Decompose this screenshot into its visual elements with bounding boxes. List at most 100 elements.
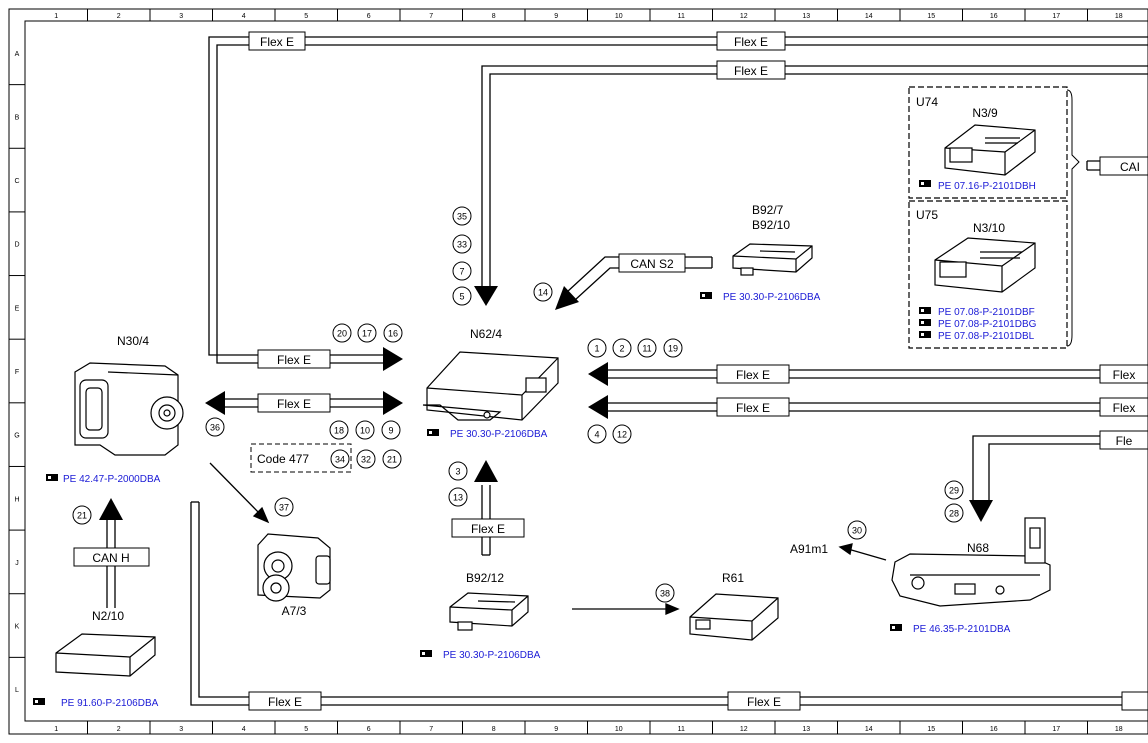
grid-col-label: 17 (1052, 726, 1060, 733)
callout-c32: 32 (356, 449, 376, 469)
callout-c21a: 21 (382, 449, 402, 469)
callout-c2: 2 (612, 338, 632, 358)
callout-c1: 1 (587, 338, 607, 358)
b92-12-label: B92/12 (466, 571, 504, 585)
callout-c28: 28 (944, 503, 964, 523)
grid-col-label: 14 (865, 13, 873, 20)
grid-col-label: 13 (802, 13, 810, 20)
callout-c10: 10 (355, 420, 375, 440)
n2-10-module (55, 633, 156, 677)
grid-col-label: 4 (242, 726, 246, 733)
grid-col-label: 9 (554, 726, 558, 733)
b92-10-label: B92/10 (752, 218, 790, 232)
svg-text:13: 13 (453, 493, 463, 503)
a7-3-unit (257, 533, 331, 602)
svg-text:29: 29 (949, 486, 959, 496)
grid-row-label: C (14, 178, 19, 185)
bus-label-fle-cut: Fle (1116, 434, 1133, 448)
svg-text:37: 37 (279, 503, 289, 513)
n3-9-ecu (944, 124, 1036, 176)
bus-label-flex-cut-f: Flex (1113, 368, 1136, 382)
grid-col-label: 5 (304, 726, 308, 733)
callout-c5: 5 (452, 286, 472, 306)
svg-text:34: 34 (335, 455, 345, 465)
svg-text:36: 36 (210, 423, 220, 433)
n30-4-label: N30/4 (117, 334, 149, 348)
grid-col-label: 3 (179, 726, 183, 733)
svg-text:21: 21 (77, 511, 87, 521)
svg-text:5: 5 (459, 292, 464, 302)
u74-group-label: U74 (916, 95, 938, 109)
n62-4-module (422, 351, 559, 421)
grid-col-label: 6 (367, 726, 371, 733)
bus-label-flex-e-right-f: Flex E (736, 368, 770, 382)
bus-label-flex-e-f: Flex E (277, 353, 311, 367)
svg-text:11: 11 (642, 344, 651, 354)
b92-7-ref: PE 30.30-P-2106DBA (723, 292, 821, 303)
callout-c33: 33 (452, 234, 472, 254)
b92-12-ref: PE 30.30-P-2106DBA (443, 650, 541, 661)
grid-col-label: 11 (678, 726, 685, 733)
b92-12-sensor (449, 592, 529, 631)
callout-c37: 37 (274, 497, 294, 517)
grid-row-label: B (15, 114, 20, 121)
b92-7-label: B92/7 (752, 203, 784, 217)
grid-col-label: 4 (242, 13, 246, 20)
bus-label-flex-e-bottom-right: Flex E (747, 695, 781, 709)
svg-text:28: 28 (949, 509, 959, 519)
bus-label-flex-cut-g: Flex (1113, 401, 1136, 415)
grid-col-label: 15 (927, 13, 935, 20)
grid-row-label: L (15, 687, 19, 694)
grid-row-label: K (15, 624, 20, 631)
bus-label-can-s2: CAN S2 (630, 257, 674, 271)
n3-10-ecu (934, 237, 1036, 293)
svg-text:21: 21 (387, 455, 397, 465)
grid-col-label: 14 (865, 726, 873, 733)
grid-row-label: D (14, 242, 19, 249)
callout-c38: 38 (655, 583, 675, 603)
svg-text:32: 32 (361, 455, 371, 465)
bus-label-flex-e-top: Flex E (260, 35, 294, 49)
u75-group-label: U75 (916, 208, 938, 222)
callout-c3: 3 (448, 461, 468, 481)
callout-c20: 20 (332, 323, 352, 343)
svg-text:4: 4 (594, 430, 599, 440)
n30-4-abs-unit (74, 362, 184, 456)
grid-col-label: 16 (990, 13, 998, 20)
n68-label: N68 (967, 541, 989, 555)
n3-10-ref-3: PE 07.08-P-2101DBL (938, 331, 1035, 342)
n2-10-label: N2/10 (92, 609, 124, 623)
callout-c11: 11 (637, 338, 657, 358)
grid-col-label: 10 (615, 726, 623, 733)
bus-label-can-h: CAN H (92, 551, 129, 565)
bus-label-can-cut: CAI (1120, 160, 1140, 174)
callout-c4: 4 (587, 424, 607, 444)
callout-c21b: 21 (72, 505, 92, 525)
svg-text:1: 1 (594, 344, 599, 354)
grid-row-label: F (15, 369, 19, 376)
grid-col-label: 9 (554, 13, 558, 20)
callout-c13: 13 (448, 487, 468, 507)
grid-col-label: 15 (927, 726, 935, 733)
svg-text:33: 33 (457, 240, 467, 250)
grid-col-label: 17 (1052, 13, 1060, 20)
callout-c19: 19 (663, 338, 683, 358)
r61-label: R61 (722, 571, 744, 585)
grid-col-label: 7 (429, 726, 433, 733)
svg-text:38: 38 (660, 589, 670, 599)
grid-col-label: 16 (990, 726, 998, 733)
n68-ref: PE 46.35-P-2101DBA (913, 624, 1011, 635)
callout-c7: 7 (452, 261, 472, 281)
svg-text:18: 18 (334, 426, 344, 436)
callout-c36: 36 (205, 417, 225, 437)
callout-c14: 14 (533, 282, 553, 302)
grid-col-label: 12 (740, 13, 748, 20)
n68-steering-lock (891, 517, 1051, 607)
n2-10-ref: PE 91.60-P-2106DBA (61, 698, 159, 709)
grid-col-label: 10 (615, 13, 623, 20)
callout-c9: 9 (381, 420, 401, 440)
grid-row-label: E (15, 305, 20, 312)
grid-col-label: 6 (367, 13, 371, 20)
callout-c12: 12 (612, 424, 632, 444)
